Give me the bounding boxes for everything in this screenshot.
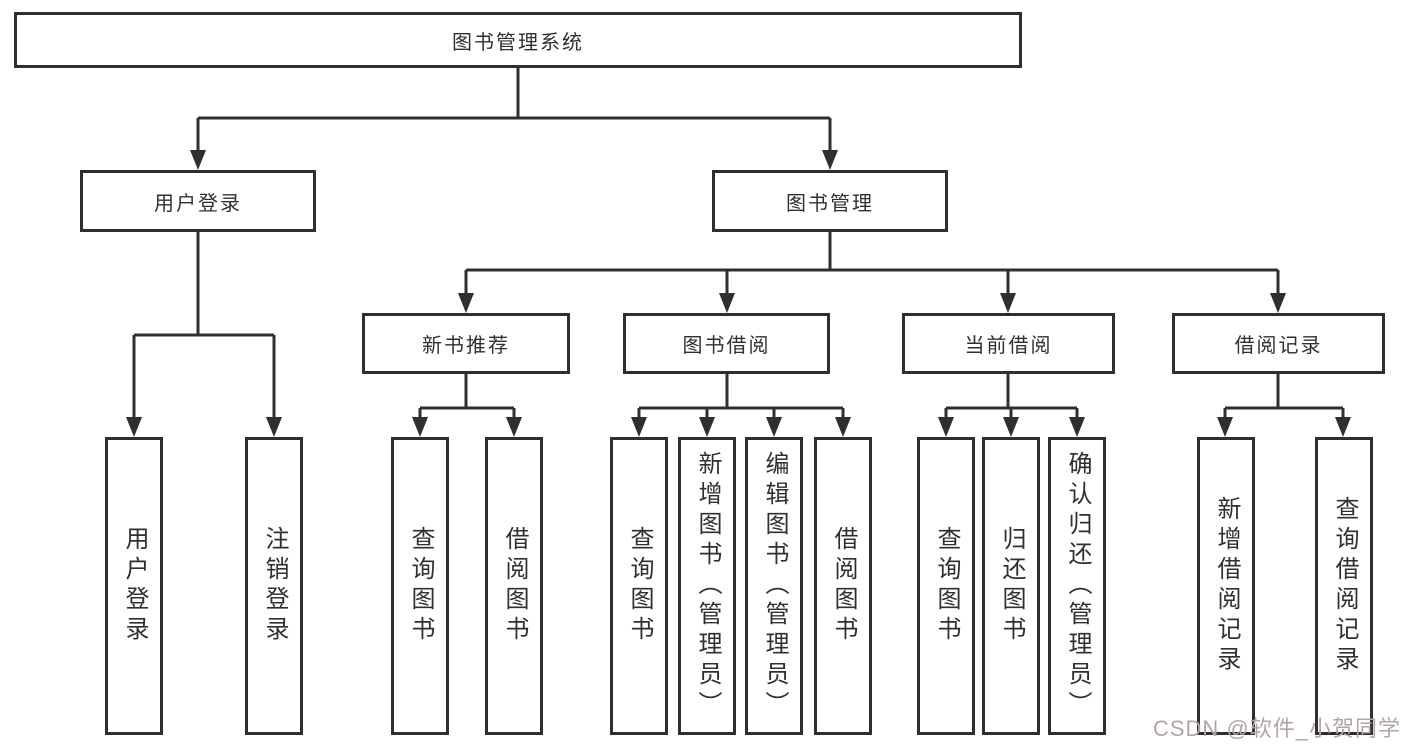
leaf-return-books: 归还图书 [982, 437, 1040, 735]
leaf-add-borrow-record: 新增借阅记录 [1197, 437, 1255, 735]
node-label: 用户登录 [121, 526, 148, 646]
node-label: 借阅记录 [1234, 335, 1323, 357]
node-label: 图书借阅 [682, 335, 771, 357]
node-label: 查询图书 [626, 526, 653, 646]
node-label: 借阅图书 [501, 526, 528, 646]
leaf-borrow-books-recommend: 借阅图书 [485, 437, 543, 735]
node-book-management-branch: 图书管理 [712, 170, 948, 232]
leaf-logout: 注销登录 [245, 437, 303, 735]
arrowheads [126, 150, 1351, 437]
node-root-system: 图书管理系统 [14, 12, 1022, 68]
leaf-confirm-return-admin: 确认归还（管理员） [1048, 437, 1106, 735]
node-user-login-branch: 用户登录 [80, 170, 316, 232]
node-label: 查询图书 [407, 526, 434, 646]
leaf-query-books-recommend: 查询图书 [391, 437, 449, 735]
node-label: 借阅图书 [830, 526, 857, 646]
watermark-text: CSDN @软件_小贺同学 [1152, 716, 1401, 741]
node-label: 图书管理系统 [452, 31, 584, 54]
leaf-add-books-admin: 新增图书（管理员） [678, 437, 736, 735]
node-label: 查询借阅记录 [1331, 496, 1358, 676]
node-label: 图书管理 [786, 192, 874, 215]
node-label: 编辑图书（管理员） [761, 451, 788, 721]
node-current-borrowing: 当前借阅 [902, 313, 1115, 374]
node-borrowing-records: 借阅记录 [1172, 313, 1385, 374]
leaf-user-login: 用户登录 [105, 437, 163, 735]
leaf-query-books-borrowing: 查询图书 [610, 437, 668, 735]
node-new-book-recommend: 新书推荐 [362, 313, 570, 374]
node-label: 归还图书 [998, 526, 1025, 646]
node-label: 查询图书 [933, 526, 960, 646]
node-label: 用户登录 [154, 192, 242, 215]
leaf-borrow-books: 借阅图书 [814, 437, 872, 735]
leaf-edit-books-admin: 编辑图书（管理员） [745, 437, 803, 735]
node-label: 新增借阅记录 [1213, 496, 1240, 676]
node-label: 确认归还（管理员） [1064, 451, 1091, 721]
node-label: 注销登录 [261, 526, 288, 646]
tree-edges [132, 68, 1345, 419]
node-label: 新书推荐 [422, 335, 510, 357]
node-label: 当前借阅 [964, 335, 1053, 357]
leaf-query-borrow-record: 查询借阅记录 [1315, 437, 1373, 735]
node-book-borrowing: 图书借阅 [623, 313, 830, 374]
node-label: 新增图书（管理员） [694, 451, 721, 721]
leaf-query-books-current: 查询图书 [917, 437, 975, 735]
